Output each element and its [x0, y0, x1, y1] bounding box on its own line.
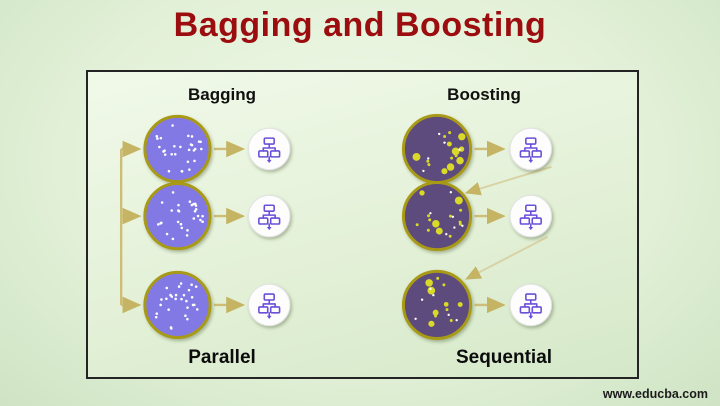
- boosting-dataset-3-dots: [414, 276, 463, 327]
- boosting-caption: Sequential: [455, 347, 553, 368]
- bagging-dataset-3: [143, 270, 212, 339]
- diagram-frame: Bagging Boosting: [86, 70, 639, 379]
- boosting-model-arrows: [474, 140, 506, 314]
- bagging-dataset-2: [143, 182, 212, 251]
- bagging-model-arrows: [213, 140, 246, 314]
- website-url: www.educba.com: [602, 387, 708, 401]
- boosting-dataset-3: [401, 269, 473, 340]
- boosting-heading: Boosting: [447, 85, 521, 104]
- bagging-parallel-connectors: [119, 140, 142, 314]
- bagging-model-1: [248, 127, 291, 171]
- boosting-dataset-2: [401, 181, 473, 252]
- boosting-model-2: [509, 194, 553, 238]
- boosting-model-3: [509, 283, 553, 327]
- boosting-dataset-2-dots: [415, 190, 464, 238]
- boosting-dataset-1: [401, 113, 473, 185]
- bagging-model-2: [248, 194, 291, 238]
- boosting-sequential-connectors: [464, 165, 552, 280]
- bagging-boosting-diagram: [119, 113, 553, 340]
- bagging-model-3: [248, 283, 291, 327]
- page-title: Bagging and Boosting: [173, 6, 547, 44]
- bagging-caption: Parallel: [188, 347, 256, 368]
- boosting-dataset-1-dots: [412, 131, 466, 175]
- bagging-dataset-2-dots: [156, 191, 204, 241]
- bagging-heading: Bagging: [188, 85, 256, 104]
- boosting-model-1: [509, 127, 553, 171]
- bagging-dataset-1: [143, 114, 212, 184]
- bagging-dataset-1-dots: [155, 124, 203, 173]
- bagging-dataset-3-dots: [154, 282, 199, 330]
